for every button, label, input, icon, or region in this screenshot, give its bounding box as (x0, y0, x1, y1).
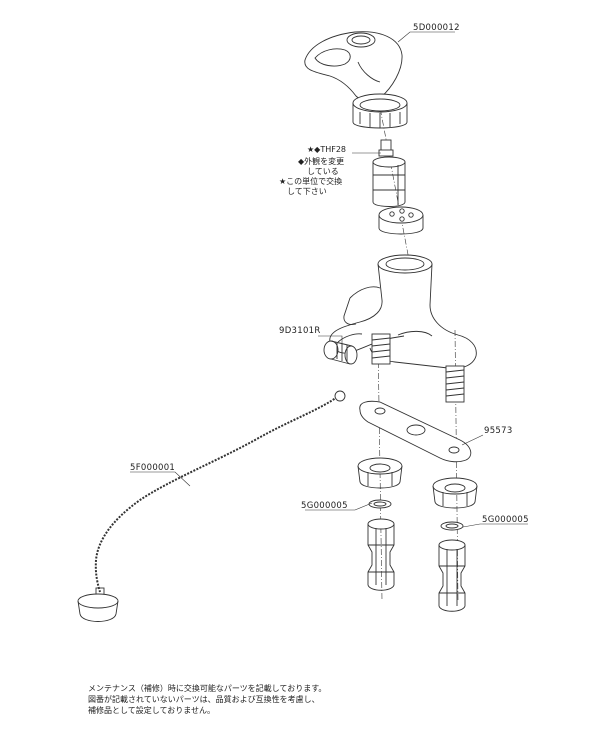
label-aerator: 9D3101R (279, 326, 321, 336)
footnote-line2: 図番が記載されていないパーツは、品質および互換性を考慮し、 (88, 695, 320, 704)
footnote-line1: メンテナンス（補修）時に交換可能なパーツを記載しております。 (88, 684, 327, 693)
center-axis-lines (369, 54, 459, 601)
supply-connectors (367, 518, 466, 612)
cartridge-note-line3: している (307, 167, 339, 176)
label-handle: 5D000012 (413, 23, 460, 33)
leader-lines (130, 31, 528, 528)
threaded-studs (371, 333, 465, 403)
cartridge-note-line4: ★この単位で交換 (279, 176, 342, 186)
label-washer-right: 5G000005 (482, 515, 529, 525)
faucet-body (329, 254, 477, 369)
aerator (323, 340, 358, 365)
maintenance-footnote: メンテナンス（補修）時に交換可能なパーツを記載しております。 図番が記載されてい… (88, 683, 558, 716)
label-chain: 5F000001 (130, 463, 175, 473)
cartridge-note-line1: ★◆THF28 (307, 145, 346, 154)
handle-lever (304, 31, 403, 103)
cartridge-note-line2: ◆外観を変更 (298, 156, 344, 166)
cartridge-note-line5: して下さい (287, 187, 327, 196)
ball-chain (94, 394, 341, 593)
chain-ring (334, 390, 346, 402)
cartridge (372, 139, 406, 207)
footnote-line3: 補修品として設定しておりません。 (88, 706, 216, 715)
mounting-nuts (357, 457, 478, 509)
part-labels: 5D000012 9D3101R 95573 5F000001 5G000005… (130, 23, 529, 525)
cartridge-note: ★◆THF28 ◆外観を変更 している ★この単位で交換 して下さい (279, 145, 346, 196)
base-plate (359, 400, 472, 463)
cover-ring (352, 93, 408, 129)
label-base-plate: 95573 (484, 426, 513, 436)
washers (368, 499, 464, 531)
seal-disc (378, 206, 424, 235)
drain-plug (77, 587, 119, 622)
label-washer-left: 5G000005 (301, 501, 348, 511)
